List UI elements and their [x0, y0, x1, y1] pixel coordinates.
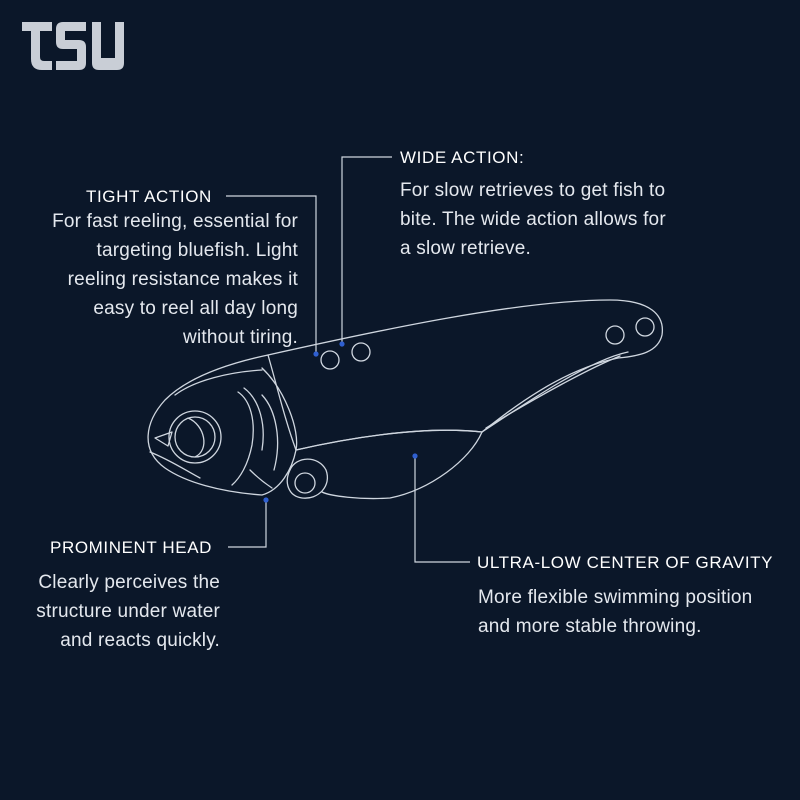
- marker-tight-action: [313, 351, 319, 357]
- tight-action-description: For fast reeling, essential for targetin…: [52, 207, 298, 352]
- tight-action-line: reeling resistance makes it: [67, 269, 298, 290]
- lure-eye-outer: [168, 410, 222, 464]
- center-gravity-title: ULTRA-LOW CENTER OF GRAVITY: [477, 553, 774, 572]
- center-gravity-line: More flexible swimming position: [478, 587, 753, 608]
- marker-wide-action: [339, 341, 345, 347]
- tight-action-line: For fast reeling, essential for: [52, 211, 298, 232]
- tight-action-line: targeting bluefish. Light: [96, 240, 298, 261]
- marker-prominent-head: [263, 497, 269, 503]
- prominent-head-title: PROMINENT HEAD: [50, 538, 213, 557]
- leader-center-gravity: [414, 456, 470, 563]
- marker-center-gravity: [412, 453, 418, 459]
- hole-front-2: [351, 342, 371, 362]
- prominent-head-line: and reacts quickly.: [60, 630, 220, 651]
- hole-rear-2: [635, 317, 655, 337]
- tight-action-line: without tiring.: [183, 327, 298, 348]
- leader-tight-action: [226, 195, 317, 354]
- lure-blade-edge: [481, 351, 629, 433]
- tight-action-title: TIGHT ACTION: [86, 187, 212, 206]
- lure-ring-tab: [286, 458, 328, 499]
- wide-action-title: WIDE ACTION:: [400, 148, 525, 167]
- hole-rear-1: [605, 325, 625, 345]
- lure-belly: [295, 429, 483, 500]
- hole-front-1: [320, 350, 340, 370]
- center-gravity-description: More flexible swimming position and more…: [478, 583, 752, 641]
- prominent-head-line: structure under water: [36, 601, 220, 622]
- wide-action-description: For slow retrieves to get fish to bite. …: [400, 176, 666, 263]
- leader-wide-action: [341, 156, 392, 344]
- lure-body: [267, 299, 664, 451]
- prominent-head-line: Clearly perceives the: [38, 572, 220, 593]
- center-gravity-line: and more stable throwing.: [478, 616, 702, 637]
- tight-action-line: easy to reel all day long: [93, 298, 298, 319]
- wide-action-line: a slow retrieve.: [400, 238, 531, 259]
- tsu-logo: [22, 22, 124, 70]
- wide-action-line: For slow retrieves to get fish to: [400, 180, 666, 201]
- prominent-head-description: Clearly perceives the structure under wa…: [36, 568, 220, 655]
- leader-prominent-head: [228, 500, 267, 548]
- wide-action-line: bite. The wide action allows for: [400, 209, 666, 230]
- lure-head: [147, 354, 297, 496]
